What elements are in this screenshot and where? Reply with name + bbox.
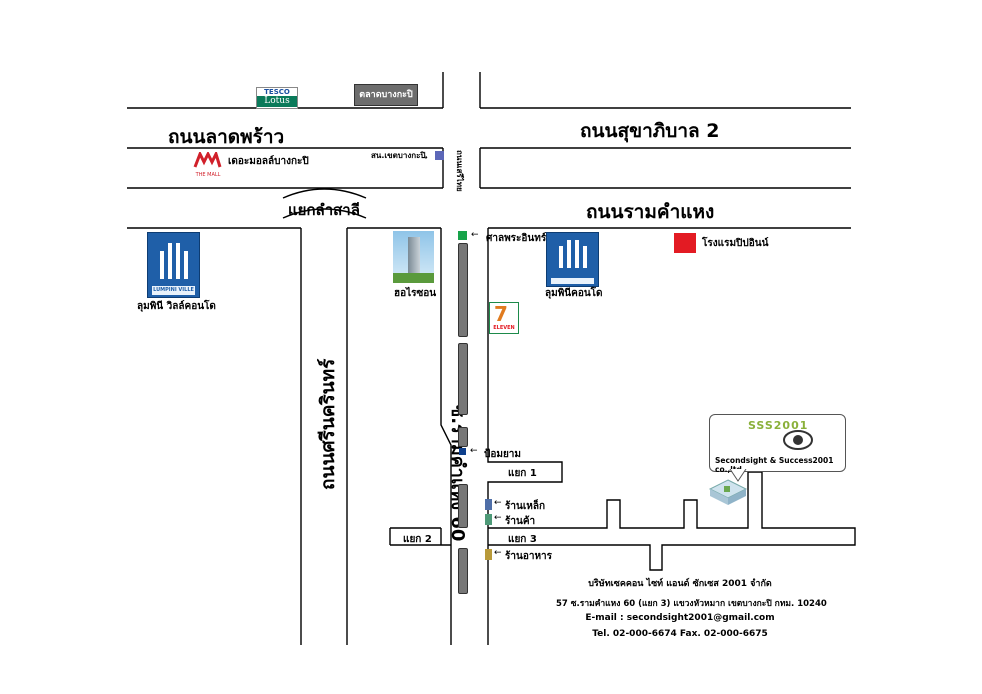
lumpini-ville-logo: LUMPINI VILLE	[147, 232, 200, 298]
company-phone: Tel. 02-000-6674 Fax. 02-000-6675	[592, 629, 768, 639]
shop-label: ร้านค้า	[505, 516, 536, 527]
lumpini-ville-label: ลุมพินี วิลล์คอนโด	[137, 301, 216, 312]
guard-post-marker	[459, 448, 466, 455]
company-email: E-mail : secondsight2001@gmail.com	[585, 613, 775, 623]
horizon-label: ฮอไรซอน	[394, 288, 437, 299]
yaek2-label: แยก 2	[403, 534, 432, 545]
restaurant-marker	[485, 549, 492, 560]
road-median	[458, 427, 468, 447]
road-median	[458, 343, 468, 415]
market-sign: ตลาดบางกะปิ	[354, 84, 418, 106]
horizon-building-photo	[393, 231, 434, 283]
seven-eleven-logo: 7 ELEVEN	[489, 302, 519, 334]
pointer-arrow-icon: ←	[471, 230, 479, 240]
yaek3-label: แยก 3	[508, 534, 537, 545]
tesco-lotus-logo: TESCO Lotus	[256, 87, 298, 109]
callout-pointer	[729, 469, 747, 482]
the-mall-label: เดอะมอลล์บางกะปิ	[228, 156, 309, 167]
steel-shop-label: ร้านเหล็ก	[505, 501, 546, 512]
steel-shop-marker	[485, 499, 492, 510]
seven-icon: 7	[494, 302, 508, 326]
pointer-arrow-icon: →	[421, 153, 428, 162]
hotel-marker	[674, 233, 696, 253]
company-callout: SSS2001 Secondsight & Success2001 co.,lt…	[709, 414, 846, 474]
the-mall-m-icon	[193, 149, 222, 168]
intersection-lam-salee-label: แยกลำสาลี	[288, 201, 360, 219]
company-name-th: บริษัทเซคคอน ไซท์ แอนด์ ซักเซส 2001 จำกั…	[588, 579, 772, 589]
road-median	[458, 484, 468, 528]
restaurant-label: ร้านอาหาร	[505, 551, 553, 562]
shrine-marker	[458, 231, 467, 240]
lumpini-condo-label: ลุมพินีคอนโด	[545, 288, 603, 299]
pointer-arrow-icon: ←	[494, 513, 502, 523]
road-median	[458, 243, 468, 337]
lumpini-condo-logo	[546, 232, 599, 287]
road-lat-phrao-label: ถนนลาดพร้าว	[168, 126, 285, 148]
road-serithai-label: ถนนเสรีไทย	[455, 150, 464, 192]
road-srinakarin-label: ถนนศรีนครินทร์	[317, 358, 339, 490]
hotel-label: โรงแรมปิปอินน์	[702, 238, 769, 249]
the-mall-logo: THE MALL	[193, 149, 223, 178]
road-median	[458, 548, 468, 594]
pointer-arrow-icon: ←	[494, 548, 502, 558]
road-sukhaphiban2-label: ถนนสุขาภิบาล 2	[580, 120, 720, 142]
eye-icon	[783, 430, 813, 450]
shop-marker	[485, 514, 492, 525]
yaek1-label: แยก 1	[508, 468, 537, 479]
guard-post-label: ป้อมยาม	[484, 449, 522, 460]
company-address: 57 ซ.รามคำแหง 60 (แยก 3) แขวงหัวหมาก เขต…	[556, 599, 827, 609]
shrine-label: ศาลพระอินทร์	[486, 233, 547, 244]
pointer-arrow-icon: ←	[494, 498, 502, 508]
office-building-icon	[708, 478, 748, 506]
pointer-arrow-icon: ←	[470, 446, 478, 456]
district-office-label: สน.เขตบางกะปิ	[371, 151, 426, 160]
district-office-marker	[435, 151, 444, 160]
road-ramkhamhaeng-label: ถนนรามคำแหง	[586, 201, 715, 223]
company-logo-text: SSS2001	[748, 419, 809, 432]
